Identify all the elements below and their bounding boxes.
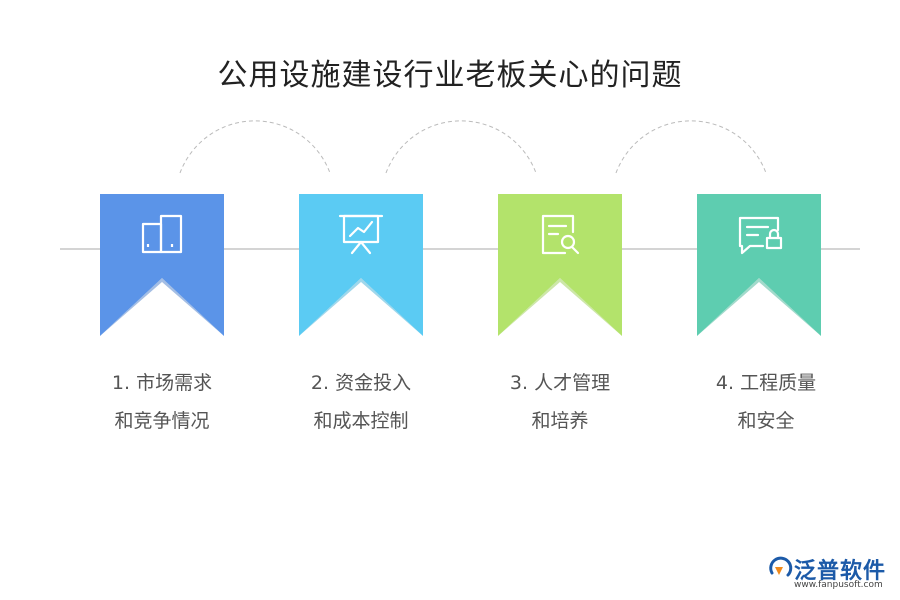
presentation-chart-icon <box>338 214 384 255</box>
item-label-1-line1: 1. 市场需求 <box>111 372 213 394</box>
page-title: 公用设施建设行业老板关心的问题 <box>217 58 683 93</box>
banner-1 <box>100 194 224 336</box>
document-search-icon <box>541 214 580 255</box>
documents-icon <box>141 214 183 254</box>
item-label-3-line2: 和培养 <box>531 410 589 432</box>
item-label-4-line2: 和安全 <box>737 410 795 432</box>
banner-3 <box>498 194 622 336</box>
logo-url-text: www.fanpusoft.com <box>794 580 883 590</box>
item-label-4: 4. 工程质量 和安全 <box>666 364 866 440</box>
item-label-3-line1: 3. 人才管理 <box>509 372 611 394</box>
item-label-1: 1. 市场需求 和竞争情况 <box>62 364 262 440</box>
fanpu-logo-icon <box>769 556 793 577</box>
item-label-4-line1: 4. 工程质量 <box>715 372 817 394</box>
connector-arc-3 <box>615 120 767 174</box>
brand-logo: 泛普软件 www.fanpusoft.com <box>768 553 893 595</box>
item-label-2-line2: 和成本控制 <box>313 410 409 432</box>
chat-lock-icon <box>738 216 783 255</box>
item-label-1-line2: 和竞争情况 <box>114 410 210 432</box>
connector-arc-2 <box>385 120 537 174</box>
connector-arc-1 <box>179 120 331 174</box>
item-label-2-line1: 2. 资金投入 <box>310 372 412 394</box>
item-label-2: 2. 资金投入 和成本控制 <box>261 364 461 440</box>
item-label-3: 3. 人才管理 和培养 <box>460 364 660 440</box>
logo-brand-text: 泛普软件 <box>794 559 887 584</box>
banner-2 <box>299 194 423 336</box>
banner-4 <box>697 194 821 336</box>
